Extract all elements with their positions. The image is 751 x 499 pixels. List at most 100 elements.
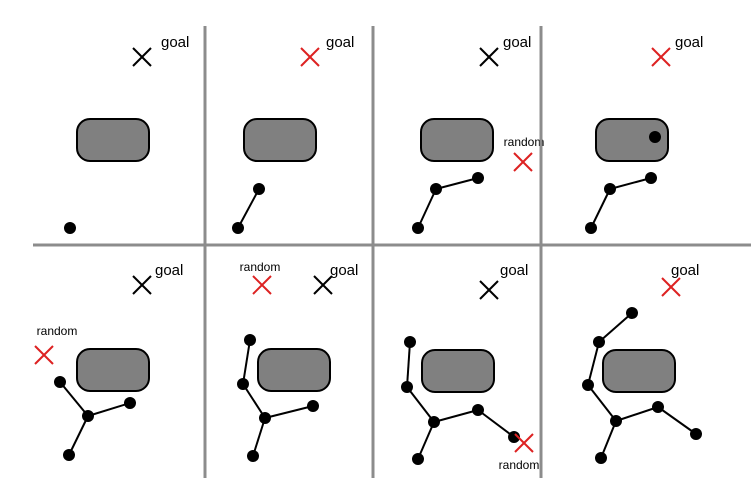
tree-node <box>595 452 607 464</box>
tree-node <box>472 172 484 184</box>
tree-edge <box>598 312 633 343</box>
tree-edge <box>68 415 89 456</box>
panel-step-4: goal <box>585 34 703 234</box>
goal-marker-stroke-b <box>661 277 681 297</box>
tree-node <box>124 397 136 409</box>
goal-label: goal <box>675 34 703 51</box>
obstacle <box>602 349 676 393</box>
tree-edge <box>657 406 697 435</box>
goal-label: goal <box>503 34 531 51</box>
random-label: random <box>240 260 281 274</box>
tree-edge <box>417 188 437 229</box>
tree-node <box>259 412 271 424</box>
panel-step-2: goal <box>232 34 354 234</box>
random-label: random <box>37 324 78 338</box>
goal-label: goal <box>330 262 358 279</box>
goal-marker <box>313 275 333 295</box>
tree-node <box>412 453 424 465</box>
goal-marker-stroke-b <box>479 280 499 300</box>
random-label: random <box>499 458 540 472</box>
tree-edge <box>242 383 266 419</box>
goal-marker <box>132 275 152 295</box>
tree-node <box>401 381 413 393</box>
goal-label: goal <box>500 262 528 279</box>
tree-node <box>430 183 442 195</box>
tree-node <box>428 416 440 428</box>
panel-step-3: goal random <box>412 34 544 234</box>
tree-node <box>649 131 661 143</box>
tree-node <box>63 449 75 461</box>
goal-marker <box>479 47 499 67</box>
tree-edge <box>406 341 411 388</box>
tree-edge <box>609 177 652 190</box>
obstacle <box>595 118 669 162</box>
tree-node <box>593 336 605 348</box>
obstacle <box>243 118 317 162</box>
goal-marker <box>661 277 681 297</box>
random-sample-marker <box>34 345 54 365</box>
tree-node <box>64 222 76 234</box>
tree-edge <box>264 405 314 419</box>
tree-node <box>472 404 484 416</box>
tree-edge <box>433 409 479 423</box>
goal-marker-stroke-b <box>313 275 333 295</box>
random-sample-marker-stroke-b <box>252 275 272 295</box>
panel-dividers <box>33 26 751 478</box>
obstacle <box>421 349 495 393</box>
tree-node <box>54 376 66 388</box>
tree-node <box>610 415 622 427</box>
random-label: random <box>504 135 545 149</box>
tree-edge <box>615 406 659 422</box>
goal-marker-stroke-b <box>132 47 152 67</box>
tree-edge <box>590 188 611 229</box>
tree-edge <box>417 421 435 460</box>
tree-edge <box>252 417 266 457</box>
tree-edge <box>435 177 479 190</box>
goal-marker-stroke-b <box>651 47 671 67</box>
tree-node <box>604 183 616 195</box>
panel-step-1: goal <box>64 34 189 234</box>
random-sample-marker-stroke-b <box>513 152 533 172</box>
tree-edge <box>237 188 260 229</box>
panel-step-7: goal random <box>401 262 539 472</box>
tree-node <box>244 334 256 346</box>
tree-node <box>237 378 249 390</box>
tree-node <box>412 222 424 234</box>
tree-node <box>690 428 702 440</box>
obstacle <box>76 118 150 162</box>
tree-node <box>645 172 657 184</box>
panel-step-5: goal random <box>34 262 183 461</box>
goal-label: goal <box>161 34 189 51</box>
tree-edge <box>242 339 251 385</box>
tree-node <box>508 431 520 443</box>
random-sample-marker-stroke-b <box>514 433 534 453</box>
tree-node <box>652 401 664 413</box>
goal-marker <box>651 47 671 67</box>
tree-node <box>582 379 594 391</box>
tree-node <box>247 450 259 462</box>
tree-node <box>404 336 416 348</box>
tree-edge <box>87 402 131 417</box>
obstacle <box>76 348 150 392</box>
obstacle <box>420 118 494 162</box>
tree-edge <box>406 386 435 423</box>
random-sample-marker <box>514 433 534 453</box>
random-sample-marker <box>513 152 533 172</box>
random-sample-marker-stroke-b <box>34 345 54 365</box>
tree-node <box>232 222 244 234</box>
tree-node <box>253 183 265 195</box>
tree-node <box>307 400 319 412</box>
tree-edge <box>587 341 600 386</box>
goal-label: goal <box>155 262 183 279</box>
obstacle <box>257 348 331 392</box>
goal-marker <box>479 280 499 300</box>
panel-step-6: goal random <box>237 260 358 462</box>
panel-step-8: goal <box>582 262 702 464</box>
goal-label: goal <box>326 34 354 51</box>
goal-marker-stroke-b <box>479 47 499 67</box>
tree-edge <box>600 420 617 459</box>
goal-marker-stroke-b <box>300 47 320 67</box>
goal-marker <box>300 47 320 67</box>
goal-label: goal <box>671 262 699 279</box>
